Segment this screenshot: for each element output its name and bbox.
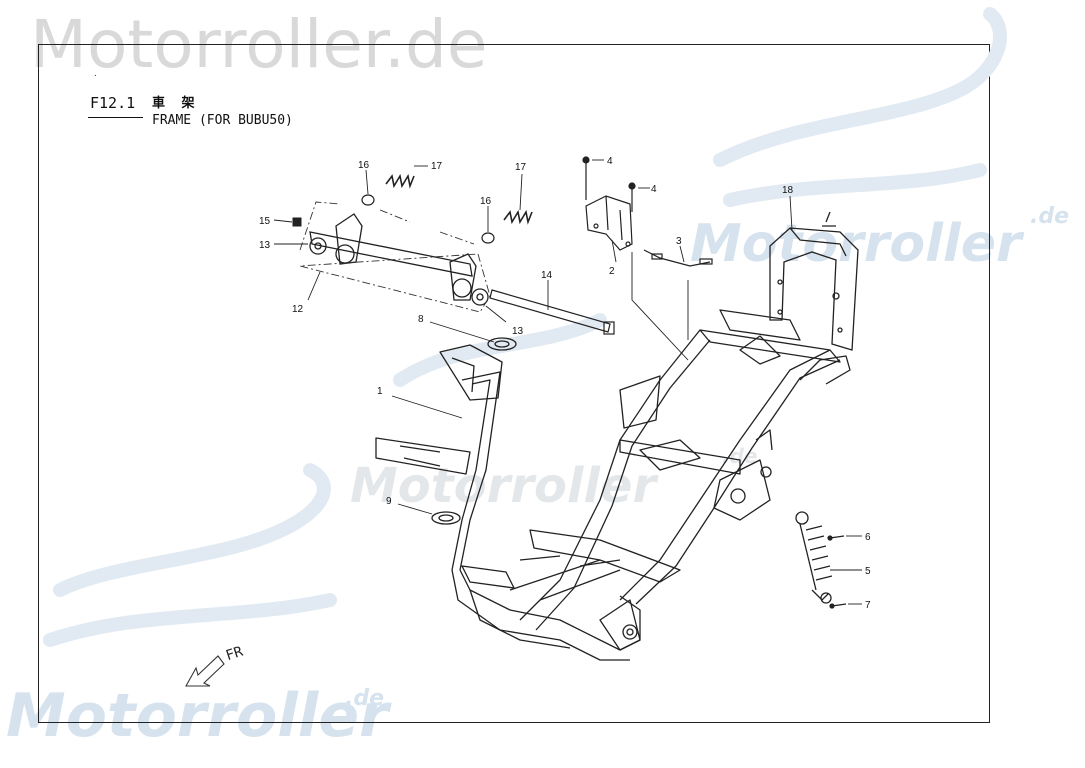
main-frame-part <box>375 309 851 661</box>
callout-16-right: 16 <box>480 196 492 207</box>
callout-4-lower: 4 <box>651 184 657 195</box>
callout-14: 14 <box>541 270 553 281</box>
callout-5: 5 <box>865 566 871 577</box>
watermark-bottom-suffix: .de <box>345 686 385 711</box>
group-12-outline <box>299 201 491 313</box>
callout-18: 18 <box>782 185 794 196</box>
cable-part <box>643 249 713 267</box>
diagram-border <box>38 44 990 723</box>
watermark-right: Motorroller <box>690 214 1022 274</box>
callout-13-left: 13 <box>259 240 271 251</box>
watermark-right-suffix: .de <box>1030 204 1070 229</box>
shock-bolts-part <box>827 535 847 609</box>
callout-2: 2 <box>609 266 615 277</box>
callout-17-left: 17 <box>431 161 443 172</box>
figure-code-underline <box>88 117 143 118</box>
front-direction-arrow <box>185 655 225 687</box>
callout-4-upper: 4 <box>607 156 613 167</box>
leader-lines <box>273 159 862 605</box>
scooter-logo-watermarks <box>43 7 1007 647</box>
callout-1: 1 <box>377 386 383 397</box>
callout-6: 6 <box>865 532 871 543</box>
callout-17-right: 17 <box>515 162 527 173</box>
callout-3: 3 <box>676 236 682 247</box>
bracket-part <box>585 195 633 251</box>
callout-9: 9 <box>386 496 392 507</box>
callout-8: 8 <box>418 314 424 325</box>
bolts-part <box>582 156 636 212</box>
chinese-title: 車 架 <box>152 96 201 111</box>
callout-12: 12 <box>292 304 304 315</box>
callout-labels: 1 2 3 4 4 5 6 7 8 9 12 13 13 14 15 16 16… <box>259 156 871 611</box>
corner-mark: . <box>94 68 97 79</box>
washer-part <box>431 337 517 525</box>
shock-absorber-part <box>795 511 833 604</box>
callout-16-left: 16 <box>358 160 370 171</box>
watermark-bottom: Motorroller <box>6 681 389 751</box>
nut-part <box>292 217 302 227</box>
callout-15: 15 <box>259 216 271 227</box>
callout-7: 7 <box>865 600 871 611</box>
callout-13-right: 13 <box>512 326 524 337</box>
cap-part <box>361 194 495 244</box>
shaft-part <box>489 289 615 335</box>
figure-code: F12.1 <box>90 94 136 112</box>
figure-subtitle: FRAME (FOR BUBU50) <box>152 113 293 128</box>
rear-carrier-part <box>769 211 859 351</box>
spring-part <box>385 173 533 225</box>
